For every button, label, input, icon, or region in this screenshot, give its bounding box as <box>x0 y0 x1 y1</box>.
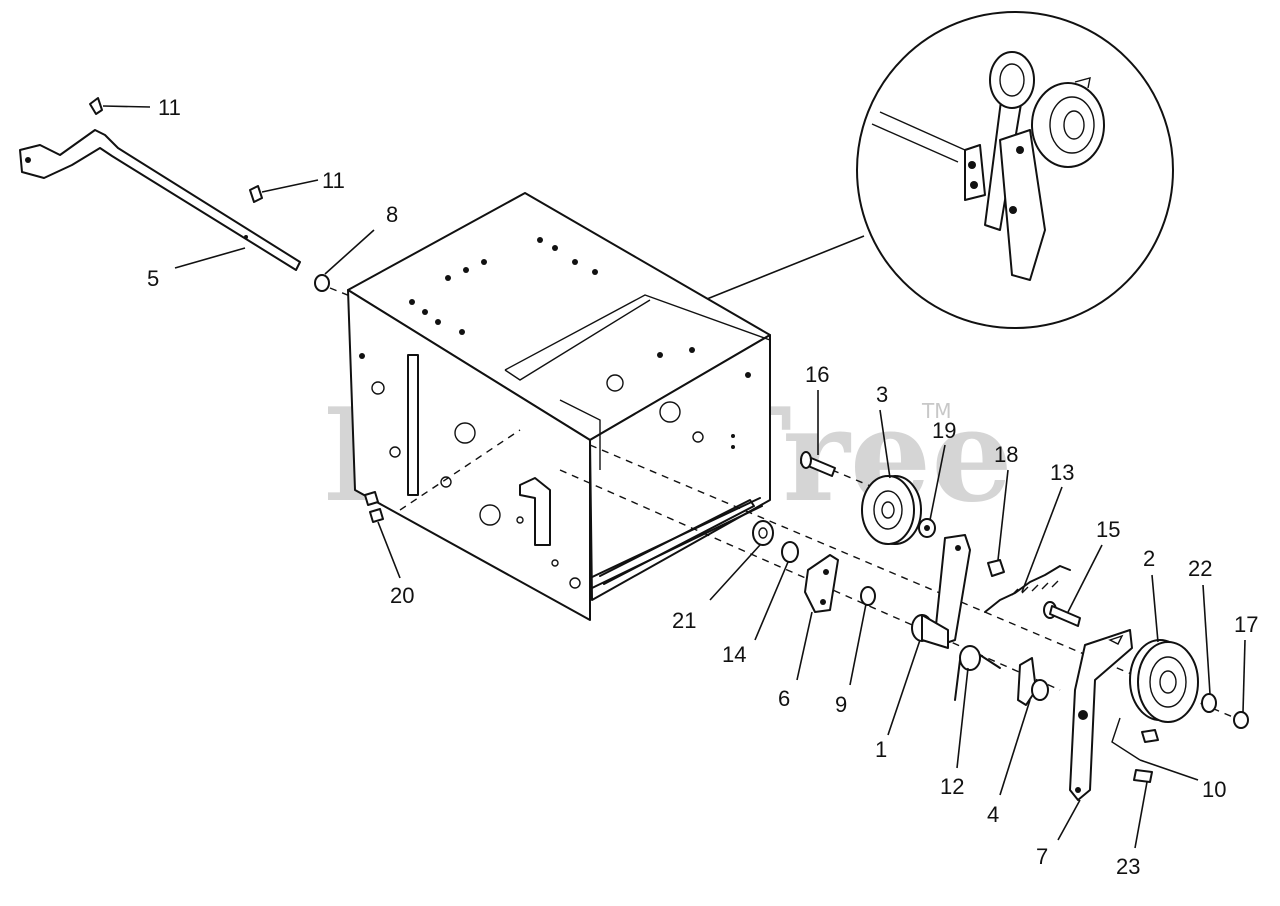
callouts: 11 11 8 5 16 3 19 18 13 15 2 22 17 20 21… <box>147 95 1258 879</box>
callout-7: 7 <box>1036 844 1048 869</box>
callout-21: 21 <box>672 608 696 633</box>
frame-housing <box>347 192 771 621</box>
leader-lines <box>102 105 1246 849</box>
callout-9: 9 <box>835 692 847 717</box>
callout-1: 1 <box>875 737 887 762</box>
callout-14: 14 <box>722 642 746 667</box>
callout-20: 20 <box>390 583 414 608</box>
callout-8: 8 <box>386 202 398 227</box>
callout-10: 10 <box>1202 777 1226 802</box>
callout-11-upper: 11 <box>158 95 181 120</box>
callout-4: 4 <box>987 802 999 827</box>
callout-13: 13 <box>1050 460 1074 485</box>
callout-2: 2 <box>1143 546 1155 571</box>
callout-15: 15 <box>1096 517 1120 542</box>
hairpin-clip-lower <box>249 185 263 203</box>
callout-3: 3 <box>876 382 888 407</box>
callout-19: 19 <box>932 418 956 443</box>
callout-22: 22 <box>1188 556 1212 581</box>
callout-11-lower: 11 <box>322 168 345 193</box>
hairpin-clip-upper <box>89 97 103 115</box>
callout-12: 12 <box>940 774 964 799</box>
callout-23: 23 <box>1116 854 1140 879</box>
watermark-tm: TM <box>921 399 951 423</box>
callout-17: 17 <box>1234 612 1258 637</box>
shift-rod <box>19 129 301 271</box>
callout-5: 5 <box>147 266 159 291</box>
callout-6: 6 <box>778 686 790 711</box>
callout-18: 18 <box>994 442 1018 467</box>
detail-inset <box>856 11 1174 329</box>
callout-16: 16 <box>805 362 829 387</box>
